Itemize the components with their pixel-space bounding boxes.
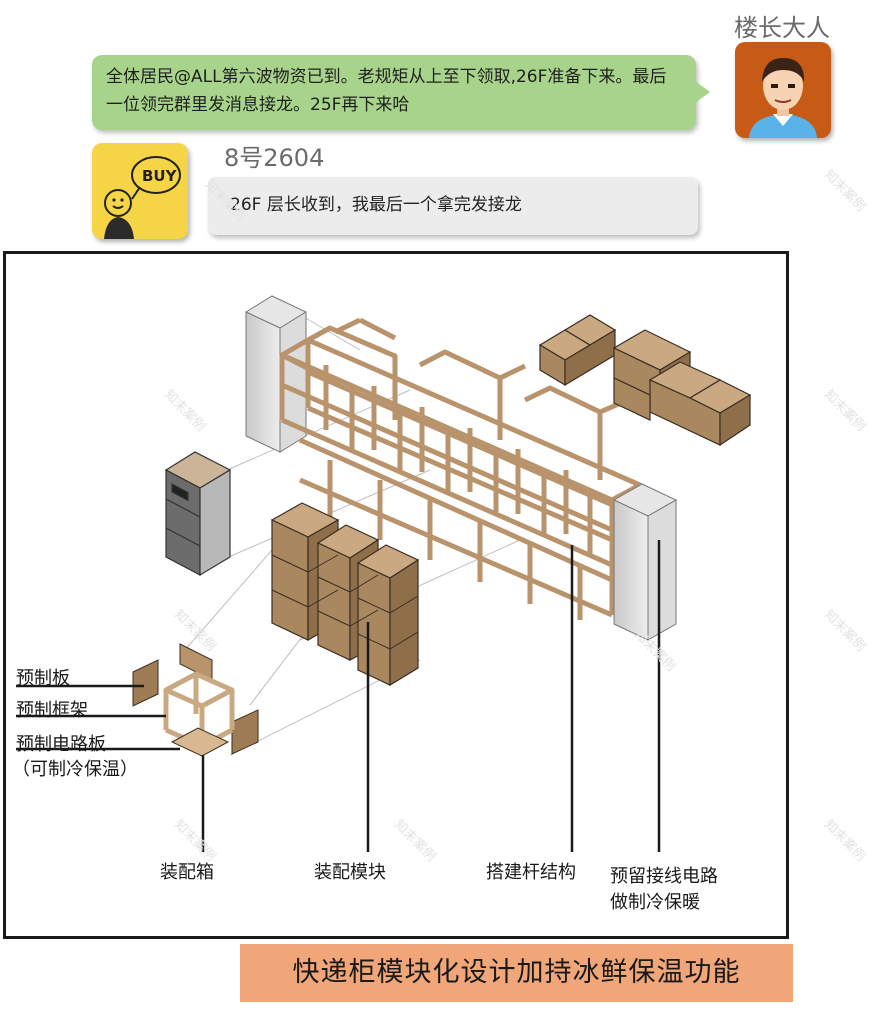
label-wiring-line1: 预留接线电路: [610, 866, 718, 887]
label-prefab-frame: 预制框架: [16, 700, 88, 721]
person-icon: [749, 58, 817, 138]
diagram-caption: 快递柜模块化设计加持冰鲜保温功能: [240, 944, 793, 1002]
callout-lines: [16, 540, 661, 852]
label-circuit-note: （可制冷保温）: [12, 759, 138, 780]
rod-lattice-structure: [279, 317, 643, 620]
assembly-module-stack: [270, 502, 420, 687]
locker-unit-stack: [164, 451, 232, 577]
diagram-frame: [3, 251, 789, 939]
sender-name-second: 8号2604: [224, 144, 325, 172]
avatar-building-leader[interactable]: [735, 42, 831, 138]
label-prefab-panel: 预制板: [16, 668, 70, 689]
message-text: 26F 层长收到，我最后一个拿完发接龙: [230, 195, 522, 215]
label-assembly-box: 装配箱: [160, 862, 214, 883]
glass-pillar-right: [612, 483, 678, 641]
sender-name-top: 楼长大人: [734, 14, 830, 42]
label-rod-structure: 搭建杆结构: [486, 862, 576, 883]
label-assembly-module: 装配模块: [314, 862, 386, 883]
message-bubble-resident: 26F 层长收到，我最后一个拿完发接龙: [208, 177, 698, 235]
message-text: 全体居民@ALL第六波物资已到。老规矩从上至下领取,26F准备下来。最后一位领完…: [106, 67, 667, 115]
buy-text: BUY: [142, 167, 178, 185]
box-module-cluster-upper-right: [538, 314, 752, 447]
exploded-assembly-box: [132, 643, 259, 757]
avatar-resident-2604[interactable]: BUY: [92, 143, 188, 239]
label-prefab-circuit-board: 预制电路板: [16, 734, 106, 755]
label-wiring-line2: 做制冷保暖: [610, 892, 700, 913]
buy-doodle-icon: BUY: [104, 156, 181, 239]
message-bubble-building-leader: 全体居民@ALL第六波物资已到。老规矩从上至下领取,26F准备下来。最后一位领完…: [92, 55, 710, 130]
